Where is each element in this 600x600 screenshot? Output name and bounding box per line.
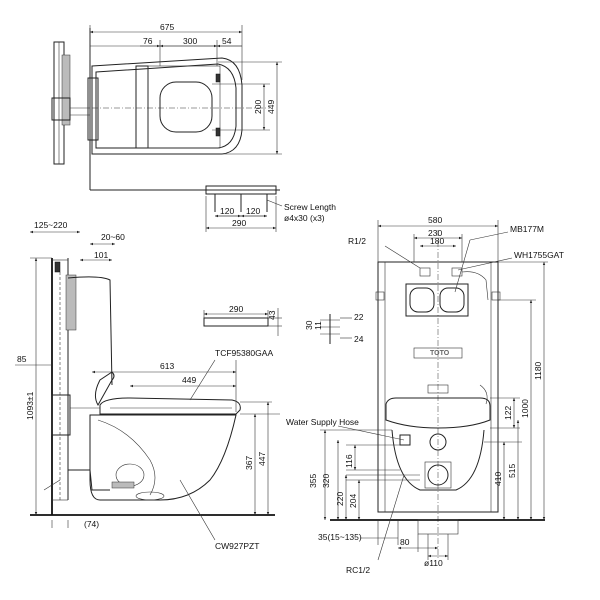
side-view: 125~220 20~60 101 1093±1 85 613 449 367 …	[15, 220, 280, 551]
dim-30: 30	[304, 320, 314, 330]
label-rc12: RC1/2	[346, 565, 370, 575]
dim-1000: 1000	[520, 399, 530, 418]
dim-449: 449	[266, 100, 276, 114]
dim-410: 410	[493, 472, 503, 486]
seat-plate-view: 290 43	[203, 304, 282, 336]
dim-449-side: 449	[182, 375, 196, 385]
dim-204: 204	[348, 494, 358, 508]
label-r12: R1/2	[348, 236, 366, 246]
dim-1093: 1093±1	[25, 391, 35, 420]
dim-230: 230	[428, 228, 442, 238]
label-wh1755gat: WH1755GAT	[514, 250, 564, 260]
label-mb177m: MB177M	[510, 224, 544, 234]
dim-116: 116	[344, 454, 354, 468]
screw-size-label: ø4x30 (x3)	[284, 213, 325, 223]
dim-122: 122	[503, 406, 513, 420]
dim-110: ø110	[424, 558, 443, 568]
dim-180: 180	[430, 236, 444, 246]
dim-300: 300	[183, 36, 197, 46]
dim-24: 24	[354, 334, 364, 344]
dim-101: 101	[94, 250, 108, 260]
dim-35: 35(15~135)	[318, 532, 362, 542]
top-view: 675 76 300 54 200 449	[51, 22, 282, 191]
screw-length-label: Screw Length	[284, 202, 336, 212]
dim-125-220: 125~220	[34, 220, 68, 230]
dim-11: 11	[313, 321, 323, 330]
dim-515: 515	[507, 464, 517, 478]
dim-447: 447	[257, 452, 267, 466]
label-seat-model: TCF95380GAA	[215, 348, 273, 358]
dim-85: 85	[17, 354, 27, 364]
dim-43: 43	[267, 310, 277, 320]
dim-54: 54	[222, 36, 232, 46]
dim-320: 320	[321, 474, 331, 488]
bracket-view: 120 120 290 Screw Length ø4x30 (x3)	[205, 185, 336, 232]
fitting-detail: 30 11 22 24	[304, 312, 364, 344]
dim-74: (74)	[84, 519, 99, 529]
dim-120-left: 120	[220, 206, 234, 216]
dim-580: 580	[428, 215, 442, 225]
dim-120-right: 120	[246, 206, 260, 216]
dim-613: 613	[160, 361, 174, 371]
toto-logo: TOTO	[430, 350, 450, 357]
dim-200: 200	[253, 100, 263, 114]
label-bowl-model: CW927PZT	[215, 541, 259, 551]
dim-367: 367	[244, 456, 254, 470]
dim-290: 290	[232, 218, 246, 228]
dim-20-60: 20~60	[101, 232, 125, 242]
front-view: TOTO 580 230 180 R1/2 MB177M WH1755GAT	[286, 215, 564, 575]
dim-290-seat: 290	[229, 304, 243, 314]
dim-220: 220	[335, 492, 345, 506]
dim-355: 355	[308, 474, 318, 488]
dim-76: 76	[143, 36, 153, 46]
dim-80: 80	[400, 537, 410, 547]
dim-675: 675	[160, 22, 174, 32]
dim-22: 22	[354, 312, 364, 322]
label-water-hose: Water Supply Hose	[286, 417, 359, 427]
dim-1180: 1180	[533, 361, 543, 380]
